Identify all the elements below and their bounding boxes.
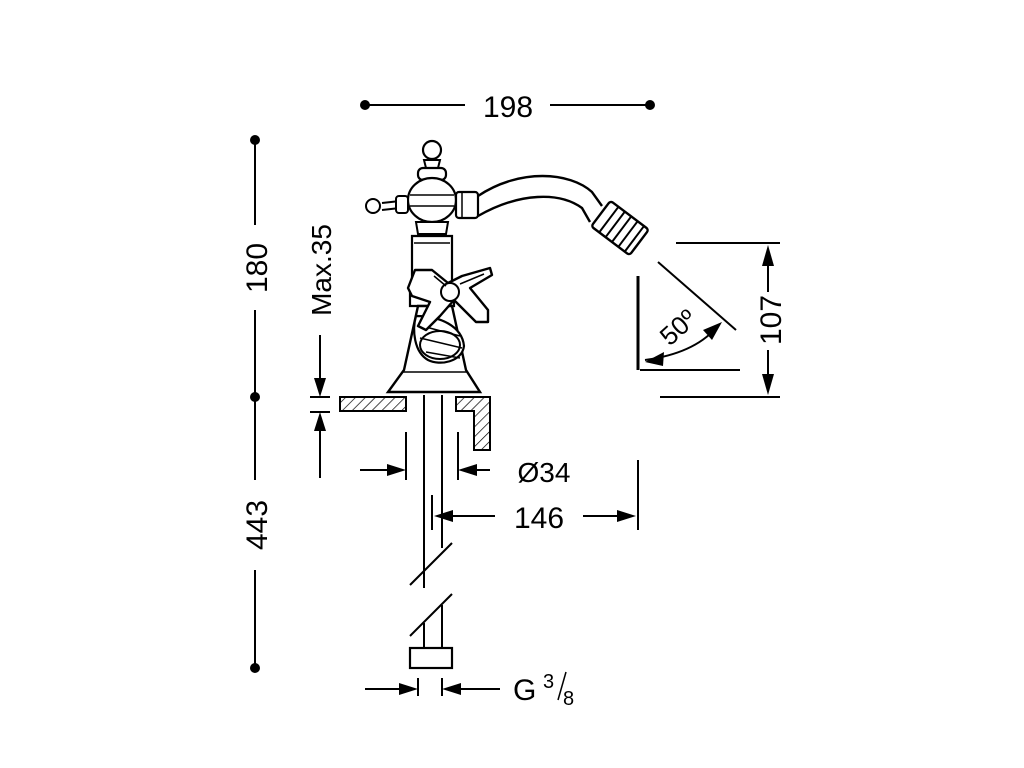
dimension-connection-den: 8 [563, 688, 574, 710]
dimension-connection: G 3 8 [365, 671, 574, 710]
dimension-width-top: 198 [360, 91, 655, 124]
dimension-height-body-label: 180 [241, 243, 274, 293]
faucet-body [365, 139, 494, 394]
dimension-max-deck-label: Max.35 [306, 224, 337, 316]
dimension-left-vertical: 180 443 [241, 135, 274, 673]
countertop-section [339, 396, 491, 451]
dimension-height-below-label: 443 [241, 500, 274, 550]
supply-pipe [408, 395, 454, 670]
dimension-diameter-label: Ø34 [518, 457, 571, 488]
dimension-spray-height-label: 107 [755, 295, 788, 345]
dimension-spout-reach-label: 146 [514, 502, 564, 535]
faucet-spout [477, 174, 649, 256]
dimension-diameter: Ø34 [360, 432, 570, 488]
dimension-max-deck: Max.35 [306, 224, 337, 478]
spray-angle-diagram: 50º 107 [636, 242, 788, 398]
dimension-width-top-label: 198 [483, 91, 533, 124]
dimension-connection-num: 3 [543, 671, 554, 693]
dimension-spout-reach: 146 [431, 460, 639, 535]
dimension-connection-g: G [513, 674, 536, 707]
